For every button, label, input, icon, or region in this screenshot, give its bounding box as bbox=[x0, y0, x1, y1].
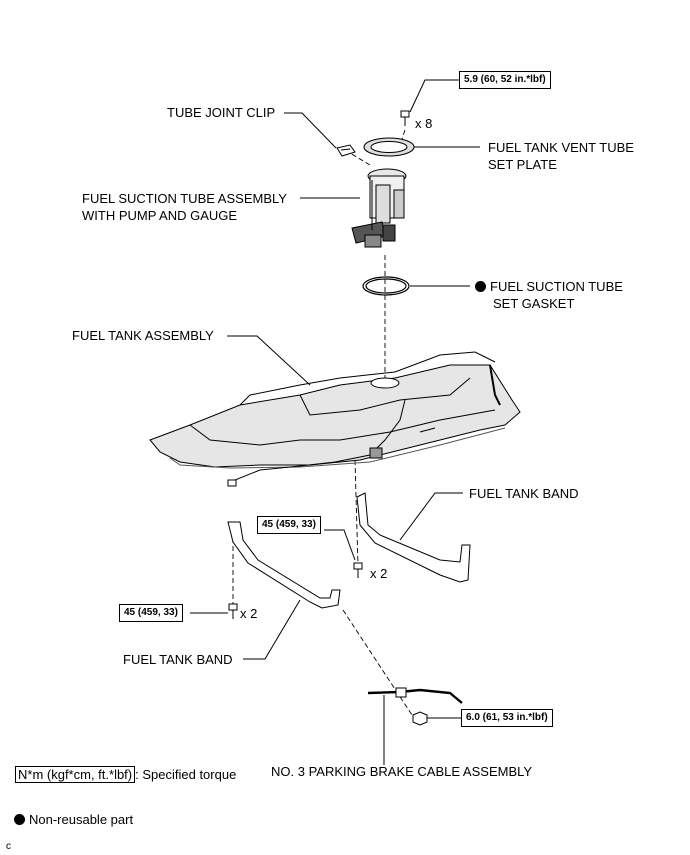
parking-brake-cable bbox=[367, 687, 463, 726]
band-bolt-left bbox=[228, 603, 238, 619]
torque-vent-plate-bolts: 5.9 (60, 52 in.*lbf) bbox=[459, 71, 551, 89]
leader-band-bolt-right bbox=[324, 529, 356, 561]
torque-band-bolts-left: 45 (459, 33) bbox=[119, 604, 183, 622]
vent-tube-set-plate bbox=[363, 137, 415, 157]
label-fuel-tank-band-left: FUEL TANK BAND bbox=[123, 652, 233, 667]
legend-torque-key: N*m (kgf*cm, ft.*lbf) bbox=[15, 766, 136, 783]
vent-bolt bbox=[400, 110, 410, 126]
label-vent-tube-set-plate-line1: FUEL TANK VENT TUBE bbox=[488, 140, 634, 155]
suction-tube-gasket bbox=[362, 276, 410, 296]
legend-dot-icon bbox=[14, 814, 25, 825]
fuel-tank-assembly bbox=[149, 351, 521, 487]
fuel-suction-tube-assembly bbox=[351, 168, 407, 248]
label-fuel-tank-assembly: FUEL TANK ASSEMBLY bbox=[72, 328, 214, 343]
label-fuel-tank-band-right: FUEL TANK BAND bbox=[469, 486, 579, 501]
leader-fuel-tank bbox=[227, 335, 311, 386]
legend-torque: N*m (kgf*cm, ft.*lbf): Specified torque bbox=[15, 766, 236, 783]
multiplier-band-bolts-left: x 2 bbox=[240, 606, 258, 621]
figure-code: c bbox=[6, 841, 11, 852]
leader-band-left bbox=[243, 599, 301, 660]
label-gasket-line1: FUEL SUCTION TUBE bbox=[490, 279, 623, 294]
leader-band-right bbox=[399, 492, 463, 541]
legend-nonreusable-desc: Non-reusable part bbox=[29, 812, 134, 827]
fuel-tank-band-left bbox=[227, 521, 341, 609]
label-tube-joint-clip: TUBE JOINT CLIP bbox=[167, 105, 276, 120]
label-fuel-suction-tube: FUEL SUCTION TUBE ASSEMBLY WITH PUMP AND… bbox=[82, 190, 287, 224]
band-bolt-right bbox=[353, 562, 363, 578]
label-parking-brake-cable: NO. 3 PARKING BRAKE CABLE ASSEMBLY bbox=[271, 764, 533, 779]
leader-tube-joint-clip bbox=[284, 112, 337, 149]
legend-nonreusable: Non-reusable part bbox=[14, 811, 133, 828]
label-fuel-suction-tube-line1: FUEL SUCTION TUBE ASSEMBLY bbox=[82, 191, 287, 206]
label-vent-tube-set-plate: FUEL TANK VENT TUBE SET PLATE bbox=[488, 139, 634, 173]
non-reusable-dot-icon bbox=[475, 281, 486, 292]
multiplier-band-bolts-right: x 2 bbox=[370, 566, 388, 581]
torque-brake-cable-nut: 6.0 (61, 53 in.*lbf) bbox=[461, 709, 553, 727]
fuel-tank-band-right bbox=[356, 492, 471, 583]
label-vent-tube-set-plate-line2: SET PLATE bbox=[488, 157, 557, 172]
label-gasket-line2: SET GASKET bbox=[493, 296, 575, 311]
multiplier-vent-plate-bolts: x 8 bbox=[415, 116, 433, 131]
tube-joint-clip bbox=[336, 144, 356, 157]
label-fuel-suction-tube-line2: WITH PUMP AND GAUGE bbox=[82, 208, 238, 223]
torque-band-bolts-right: 45 (459, 33) bbox=[257, 516, 321, 534]
leader-vent-bolt bbox=[409, 79, 459, 113]
legend-torque-desc: : Specified torque bbox=[135, 767, 237, 782]
label-suction-tube-gasket: FUEL SUCTION TUBE SET GASKET bbox=[475, 278, 623, 312]
